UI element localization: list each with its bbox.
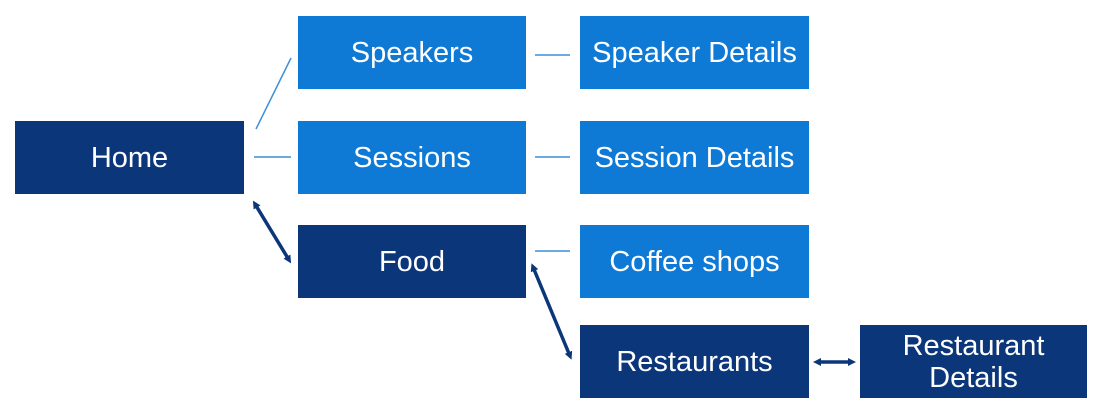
node-speakers[interactable]: Speakers [298, 16, 526, 89]
node-home[interactable]: Home [15, 121, 244, 194]
node-restaurant-details[interactable]: Restaurant Details [860, 325, 1087, 398]
node-restaurants[interactable]: Restaurants [580, 325, 809, 398]
node-food[interactable]: Food [298, 225, 526, 298]
connector-home-speakers [255, 57, 292, 130]
node-coffee-shops[interactable]: Coffee shops [580, 225, 809, 298]
arrow-home-food [252, 200, 292, 264]
node-speaker-details[interactable]: Speaker Details [580, 16, 809, 89]
arrow-food-restaurants [530, 263, 573, 360]
node-sessions[interactable]: Sessions [298, 121, 526, 194]
node-session-details[interactable]: Session Details [580, 121, 809, 194]
